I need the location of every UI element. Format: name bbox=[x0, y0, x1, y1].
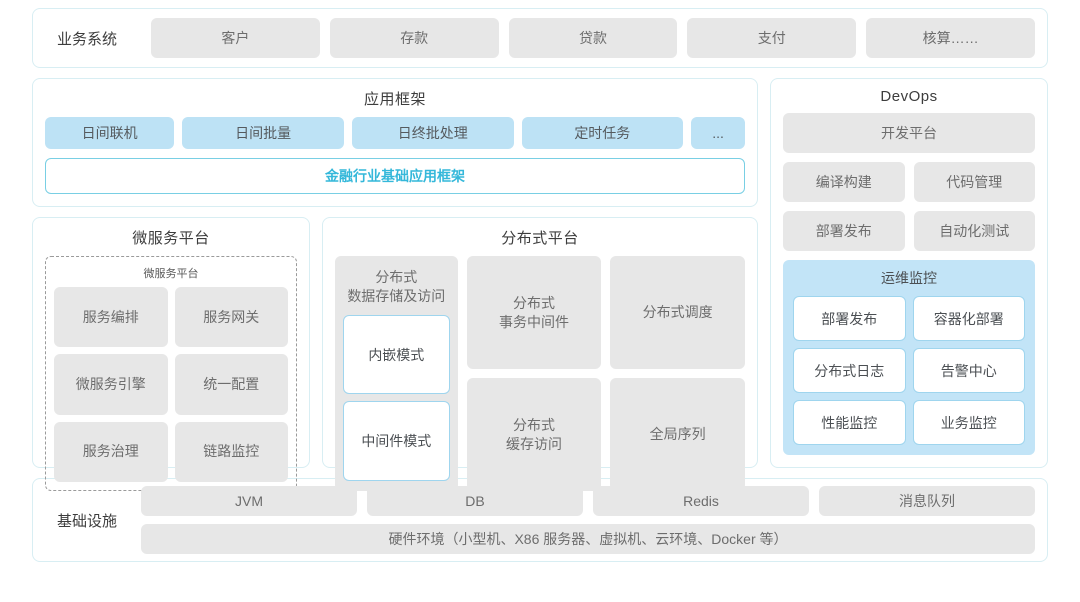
distributed-cache-access-line1: 分布式 bbox=[512, 416, 555, 433]
infrastructure-items-row: JVM DB Redis 消息队列 bbox=[141, 486, 1035, 516]
distributed-cache-access-line2: 缓存访问 bbox=[505, 435, 562, 452]
microservice-item-gateway[interactable]: 服务网关 bbox=[174, 287, 288, 348]
devops-column: DevOps 开发平台 编译构建 代码管理 部署发布 自动化测试 运维监控 部署… bbox=[770, 78, 1048, 468]
infrastructure-hardware-environment[interactable]: 硬件环境（小型机、X86 服务器、虚拟机、云环境、Docker 等） bbox=[141, 524, 1035, 554]
distributed-global-sequence[interactable]: 全局序列 bbox=[610, 378, 745, 491]
microservice-grid: 服务编排 服务网关 微服务引擎 统一配置 服务治理 链路监控 bbox=[54, 287, 288, 482]
infrastructure-item-jvm[interactable]: JVM bbox=[141, 486, 357, 516]
microservice-item-governance[interactable]: 服务治理 bbox=[54, 421, 168, 482]
ops-monitoring-title: 运维监控 bbox=[881, 270, 937, 286]
app-framework-chip-scheduled-task[interactable]: 定时任务 bbox=[521, 117, 684, 149]
distributed-data-storage-title: 分布式 数据存储及访问 bbox=[343, 264, 450, 308]
ops-item-container-deploy[interactable]: 容器化部署 bbox=[912, 296, 1025, 341]
app-framework-chip-row: 日间联机 日间批量 日终批处理 定时任务 ... bbox=[45, 117, 745, 149]
infrastructure-panel: 基础设施 JVM DB Redis 消息队列 硬件环境（小型机、X86 服务器、… bbox=[32, 478, 1048, 562]
devops-deploy-release[interactable]: 部署发布 bbox=[783, 211, 905, 251]
business-system-customer[interactable]: 客户 bbox=[151, 18, 320, 58]
distributed-transaction-middleware[interactable]: 分布式 事务中间件 bbox=[466, 256, 602, 369]
business-system-accounting[interactable]: 核算…… bbox=[866, 18, 1035, 58]
ops-item-business-monitor[interactable]: 业务监控 bbox=[912, 400, 1025, 445]
microservice-item-unified-config[interactable]: 统一配置 bbox=[174, 354, 288, 415]
microservice-item-orchestration[interactable]: 服务编排 bbox=[54, 287, 168, 348]
devops-title: DevOps bbox=[880, 88, 938, 105]
middle-left-column: 应用框架 日间联机 日间批量 日终批处理 定时任务 ... 金融行业基础应用框架… bbox=[32, 78, 758, 491]
infrastructure-item-message-queue[interactable]: 消息队列 bbox=[819, 486, 1035, 516]
distributed-scheduling[interactable]: 分布式调度 bbox=[610, 256, 745, 369]
ops-item-alert-center[interactable]: 告警中心 bbox=[912, 348, 1025, 393]
distributed-data-storage-box[interactable]: 分布式 数据存储及访问 内嵌模式 中间件模式 bbox=[335, 256, 458, 491]
microservice-dashed-box: 微服务平台 服务编排 服务网关 微服务引擎 统一配置 服务治理 链路监控 bbox=[45, 256, 297, 491]
distributed-transaction-middleware-line2: 事务中间件 bbox=[498, 313, 569, 330]
ops-item-performance-monitor[interactable]: 性能监控 bbox=[793, 400, 906, 445]
microservice-inner-title: 微服务平台 bbox=[143, 268, 199, 280]
distributed-data-storage-title-line1: 分布式 bbox=[375, 269, 418, 285]
ops-item-distributed-log[interactable]: 分布式日志 bbox=[793, 348, 906, 393]
app-framework-chip-more[interactable]: ... bbox=[691, 117, 745, 149]
business-systems-label: 业务系统 bbox=[56, 30, 117, 48]
microservice-platform-panel: 微服务平台 微服务平台 服务编排 服务网关 微服务引擎 统一配置 服务治理 链路… bbox=[32, 217, 310, 491]
microservice-item-engine[interactable]: 微服务引擎 bbox=[54, 354, 168, 415]
app-framework-chip-daytime-batch[interactable]: 日间批量 bbox=[182, 117, 344, 149]
infrastructure-label: 基础设施 bbox=[56, 512, 117, 530]
devops-compile-build[interactable]: 编译构建 bbox=[783, 162, 905, 202]
devops-automated-test[interactable]: 自动化测试 bbox=[913, 211, 1035, 251]
distributed-grid: 分布式 数据存储及访问 内嵌模式 中间件模式 分布式 事务中间件 bbox=[335, 256, 745, 491]
app-framework-chip-eod-batch[interactable]: 日终批处理 bbox=[351, 117, 514, 149]
microservice-platform-title: 微服务平台 bbox=[132, 230, 210, 247]
infrastructure-hardware-row: 硬件环境（小型机、X86 服务器、虚拟机、云环境、Docker 等） bbox=[141, 524, 1035, 554]
lower-platforms-row: 微服务平台 微服务平台 服务编排 服务网关 微服务引擎 统一配置 服务治理 链路… bbox=[32, 217, 758, 491]
distributed-mode-embedded[interactable]: 内嵌模式 bbox=[343, 314, 450, 395]
distributed-platform-panel: 分布式平台 分布式 数据存储及访问 内嵌模式 中间件模式 bbox=[322, 217, 758, 491]
devops-row-build: 编译构建 代码管理 bbox=[783, 162, 1035, 202]
devops-code-management[interactable]: 代码管理 bbox=[913, 162, 1035, 202]
business-system-loan[interactable]: 贷款 bbox=[508, 18, 678, 58]
business-systems-panel: 业务系统 客户 存款 贷款 支付 核算…… bbox=[32, 8, 1048, 68]
distributed-platform-title: 分布式平台 bbox=[501, 230, 579, 247]
app-framework-chip-daytime-online[interactable]: 日间联机 bbox=[45, 117, 175, 149]
business-system-deposit[interactable]: 存款 bbox=[329, 18, 499, 58]
finance-base-framework-bar[interactable]: 金融行业基础应用框架 bbox=[45, 158, 745, 194]
infrastructure-item-db[interactable]: DB bbox=[367, 486, 583, 516]
distributed-transaction-middleware-line1: 分布式 bbox=[512, 294, 555, 311]
ops-monitoring-grid: 部署发布 容器化部署 分布式日志 告警中心 性能监控 业务监控 bbox=[793, 296, 1025, 445]
infrastructure-body: JVM DB Redis 消息队列 硬件环境（小型机、X86 服务器、虚拟机、云… bbox=[141, 486, 1035, 554]
distributed-mode-middleware[interactable]: 中间件模式 bbox=[343, 401, 450, 481]
ops-item-deploy-release[interactable]: 部署发布 bbox=[793, 296, 906, 341]
infrastructure-item-redis[interactable]: Redis bbox=[593, 486, 809, 516]
devops-row-deploy: 部署发布 自动化测试 bbox=[783, 211, 1035, 251]
devops-dev-platform[interactable]: 开发平台 bbox=[783, 113, 1035, 153]
middle-area: 应用框架 日间联机 日间批量 日终批处理 定时任务 ... 金融行业基础应用框架… bbox=[32, 78, 1048, 491]
distributed-cache-access[interactable]: 分布式 缓存访问 bbox=[466, 378, 602, 491]
business-system-payment[interactable]: 支付 bbox=[687, 18, 857, 58]
app-framework-panel: 应用框架 日间联机 日间批量 日终批处理 定时任务 ... 金融行业基础应用框架 bbox=[32, 78, 758, 207]
devops-panel: DevOps 开发平台 编译构建 代码管理 部署发布 自动化测试 运维监控 部署… bbox=[770, 78, 1048, 468]
app-framework-title: 应用框架 bbox=[363, 91, 426, 108]
ops-monitoring-box: 运维监控 部署发布 容器化部署 分布式日志 告警中心 性能监控 业务监控 bbox=[783, 260, 1035, 455]
microservice-item-tracing[interactable]: 链路监控 bbox=[174, 421, 288, 482]
distributed-data-storage-title-line2: 数据存储及访问 bbox=[347, 287, 446, 304]
